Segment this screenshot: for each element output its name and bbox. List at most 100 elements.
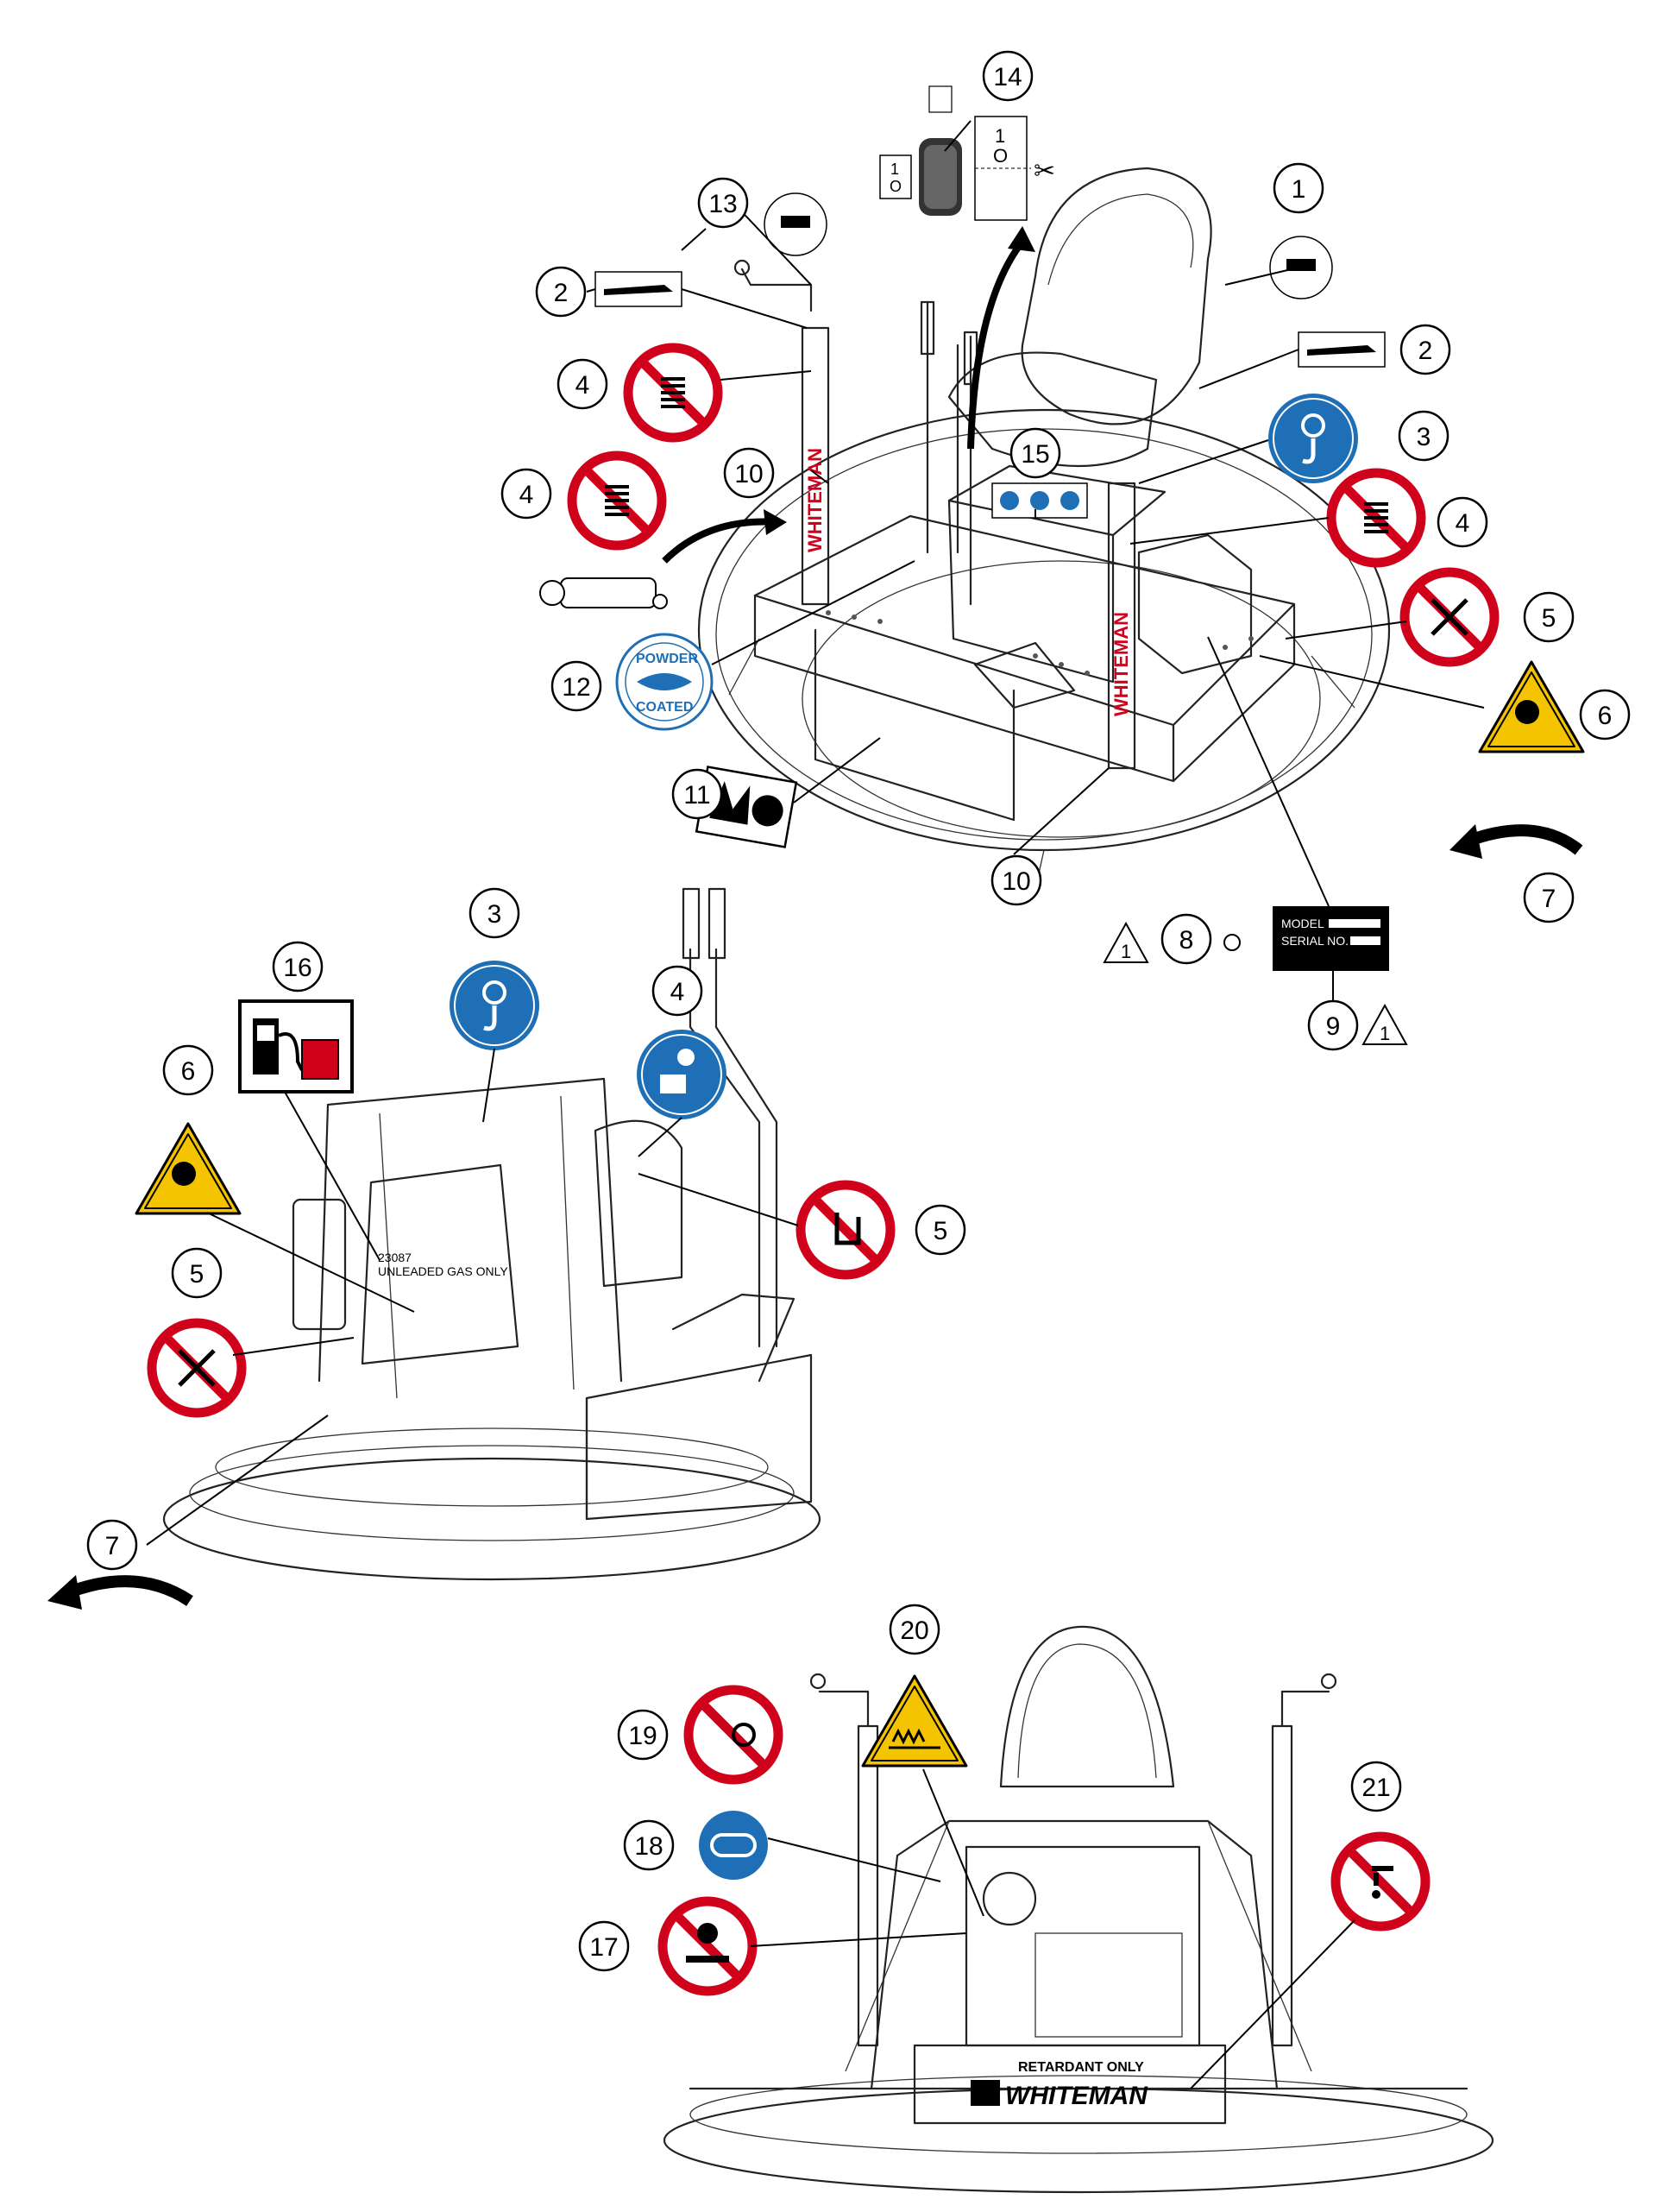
switch-one: 1 (890, 161, 899, 178)
mast-brand-right: WHITEMAN (1110, 612, 1132, 716)
switch-label-one: 1 (995, 125, 1005, 147)
svg-text:16: 16 (283, 954, 311, 982)
callout-14: 14 (982, 50, 1034, 102)
callout-13: 13 (697, 177, 749, 229)
callout-3: 3 (468, 887, 520, 939)
mq-logo-decal (695, 766, 798, 848)
callout-1: 1 (1273, 162, 1324, 214)
callout-3: 3 (1398, 410, 1449, 462)
callout-5: 5 (915, 1204, 966, 1256)
no-hands-belt-sign (689, 1690, 778, 1780)
lift-point-sign (1267, 393, 1359, 484)
rotation-arrow-icon-side (66, 1575, 193, 1606)
hydraulic-cylinder (539, 577, 668, 609)
svg-text:7: 7 (105, 1532, 120, 1560)
svg-text:6: 6 (1598, 702, 1613, 730)
callout-7: 7 (1523, 872, 1575, 923)
machine-side-view: 23087 UNLEADED GAS ONLY (162, 887, 821, 1581)
serial-plate: MODEL SERIAL NO. (1273, 906, 1389, 971)
svg-text:12: 12 (562, 673, 590, 702)
callout-8: 8 (1160, 913, 1212, 965)
svg-text:13: 13 (708, 190, 737, 218)
svg-text:3: 3 (487, 900, 502, 929)
callout-4: 4 (651, 965, 703, 1017)
no-compress-sign-c (1331, 473, 1421, 563)
svg-text:18: 18 (634, 1832, 663, 1861)
svg-text:4: 4 (575, 371, 590, 400)
decal-symbols: 1 O 1 O ✂ (135, 85, 1585, 1991)
powder-coated-decal: POWDER COATED (615, 633, 714, 731)
fuel-decal (238, 999, 354, 1093)
svg-text:17: 17 (589, 1933, 618, 1962)
svg-text:2: 2 (554, 279, 569, 307)
no-compress-sign-a (628, 348, 718, 438)
scissors-icon: ✂ (1034, 157, 1055, 186)
hot-surface-sign (861, 1674, 968, 1768)
callout-6: 6 (1579, 689, 1631, 740)
callout-10: 10 (990, 854, 1042, 906)
svg-text:15: 15 (1021, 440, 1049, 469)
callout-5: 5 (171, 1247, 223, 1299)
callout-11: 11 (671, 768, 723, 820)
callout-5: 5 (1523, 591, 1575, 643)
crush-warning-sign (1478, 660, 1585, 753)
switch-zero: O (890, 178, 902, 195)
svg-text:19: 19 (628, 1722, 657, 1750)
belt-guard-sign (699, 1811, 768, 1880)
callout-9: 9 (1307, 999, 1359, 1051)
powder-bottom: COATED (636, 700, 693, 715)
callout-4: 4 (557, 358, 608, 410)
callout-10: 10 (723, 447, 775, 499)
svg-text:7: 7 (1542, 885, 1556, 913)
callout-2: 2 (1399, 324, 1451, 375)
svg-text:6: 6 (181, 1057, 196, 1086)
svg-text:11: 11 (683, 781, 710, 810)
triangle-mark-a: 1 (1121, 941, 1131, 962)
svg-text:3: 3 (1417, 423, 1431, 451)
svg-text:10: 10 (1002, 867, 1030, 896)
callout-21: 21 (1350, 1761, 1402, 1812)
svg-text:2: 2 (1418, 337, 1433, 365)
svg-text:8: 8 (1179, 926, 1194, 955)
callout-7: 7 (86, 1519, 138, 1571)
svg-text:9: 9 (1326, 1012, 1341, 1041)
callout-18: 18 (623, 1819, 675, 1871)
lift-point-sign-side (449, 960, 540, 1051)
mast-brand-left: WHITEMAN (804, 448, 826, 552)
arrows (47, 226, 1583, 1610)
leader-lines (146, 120, 1485, 2089)
callout-20: 20 (889, 1604, 940, 1655)
svg-text:4: 4 (519, 481, 534, 509)
machine-rear-view: RETARDANT ONLY WHITEMAN (663, 1625, 1494, 2194)
svg-text:4: 4 (1456, 509, 1470, 538)
crush-warning-sign-side (135, 1122, 242, 1215)
callout-17: 17 (578, 1920, 630, 1972)
callout-4: 4 (500, 468, 552, 520)
svg-text:1: 1 (1292, 175, 1306, 204)
callout-6: 6 (162, 1044, 214, 1096)
machine-top-view: WHITEMAN WHITEMAN (697, 167, 1391, 890)
svg-text:21: 21 (1361, 1774, 1390, 1802)
fuel-panel-code: 23087 (378, 1251, 412, 1264)
no-water-sign (1336, 1837, 1425, 1926)
svg-text:10: 10 (734, 460, 763, 488)
switch-label-zero: O (993, 145, 1008, 167)
no-ride-sign (663, 1901, 752, 1991)
powder-top: POWDER (636, 652, 698, 666)
rotating-blades-sign (1405, 572, 1494, 662)
no-compress-sign-b (572, 456, 662, 545)
serial-model-label: MODEL (1281, 917, 1324, 930)
serial-serial-label: SERIAL NO. (1281, 934, 1349, 948)
switch-decal: 1 O 1 O ✂ (879, 85, 1055, 221)
callout-15: 15 (1009, 427, 1061, 479)
callout-12: 12 (550, 660, 602, 712)
svg-text:20: 20 (900, 1616, 928, 1645)
front-panel-brand: WHITEMAN (1005, 2082, 1148, 2110)
rotation-arrow-icon (1464, 824, 1583, 855)
no-touch-sign (801, 1185, 890, 1275)
svg-text:14: 14 (993, 63, 1022, 91)
front-panel-text: RETARDANT ONLY (1018, 2060, 1144, 2075)
fuel-panel-text: UNLEADED GAS ONLY (378, 1264, 508, 1278)
svg-text:5: 5 (934, 1217, 948, 1245)
